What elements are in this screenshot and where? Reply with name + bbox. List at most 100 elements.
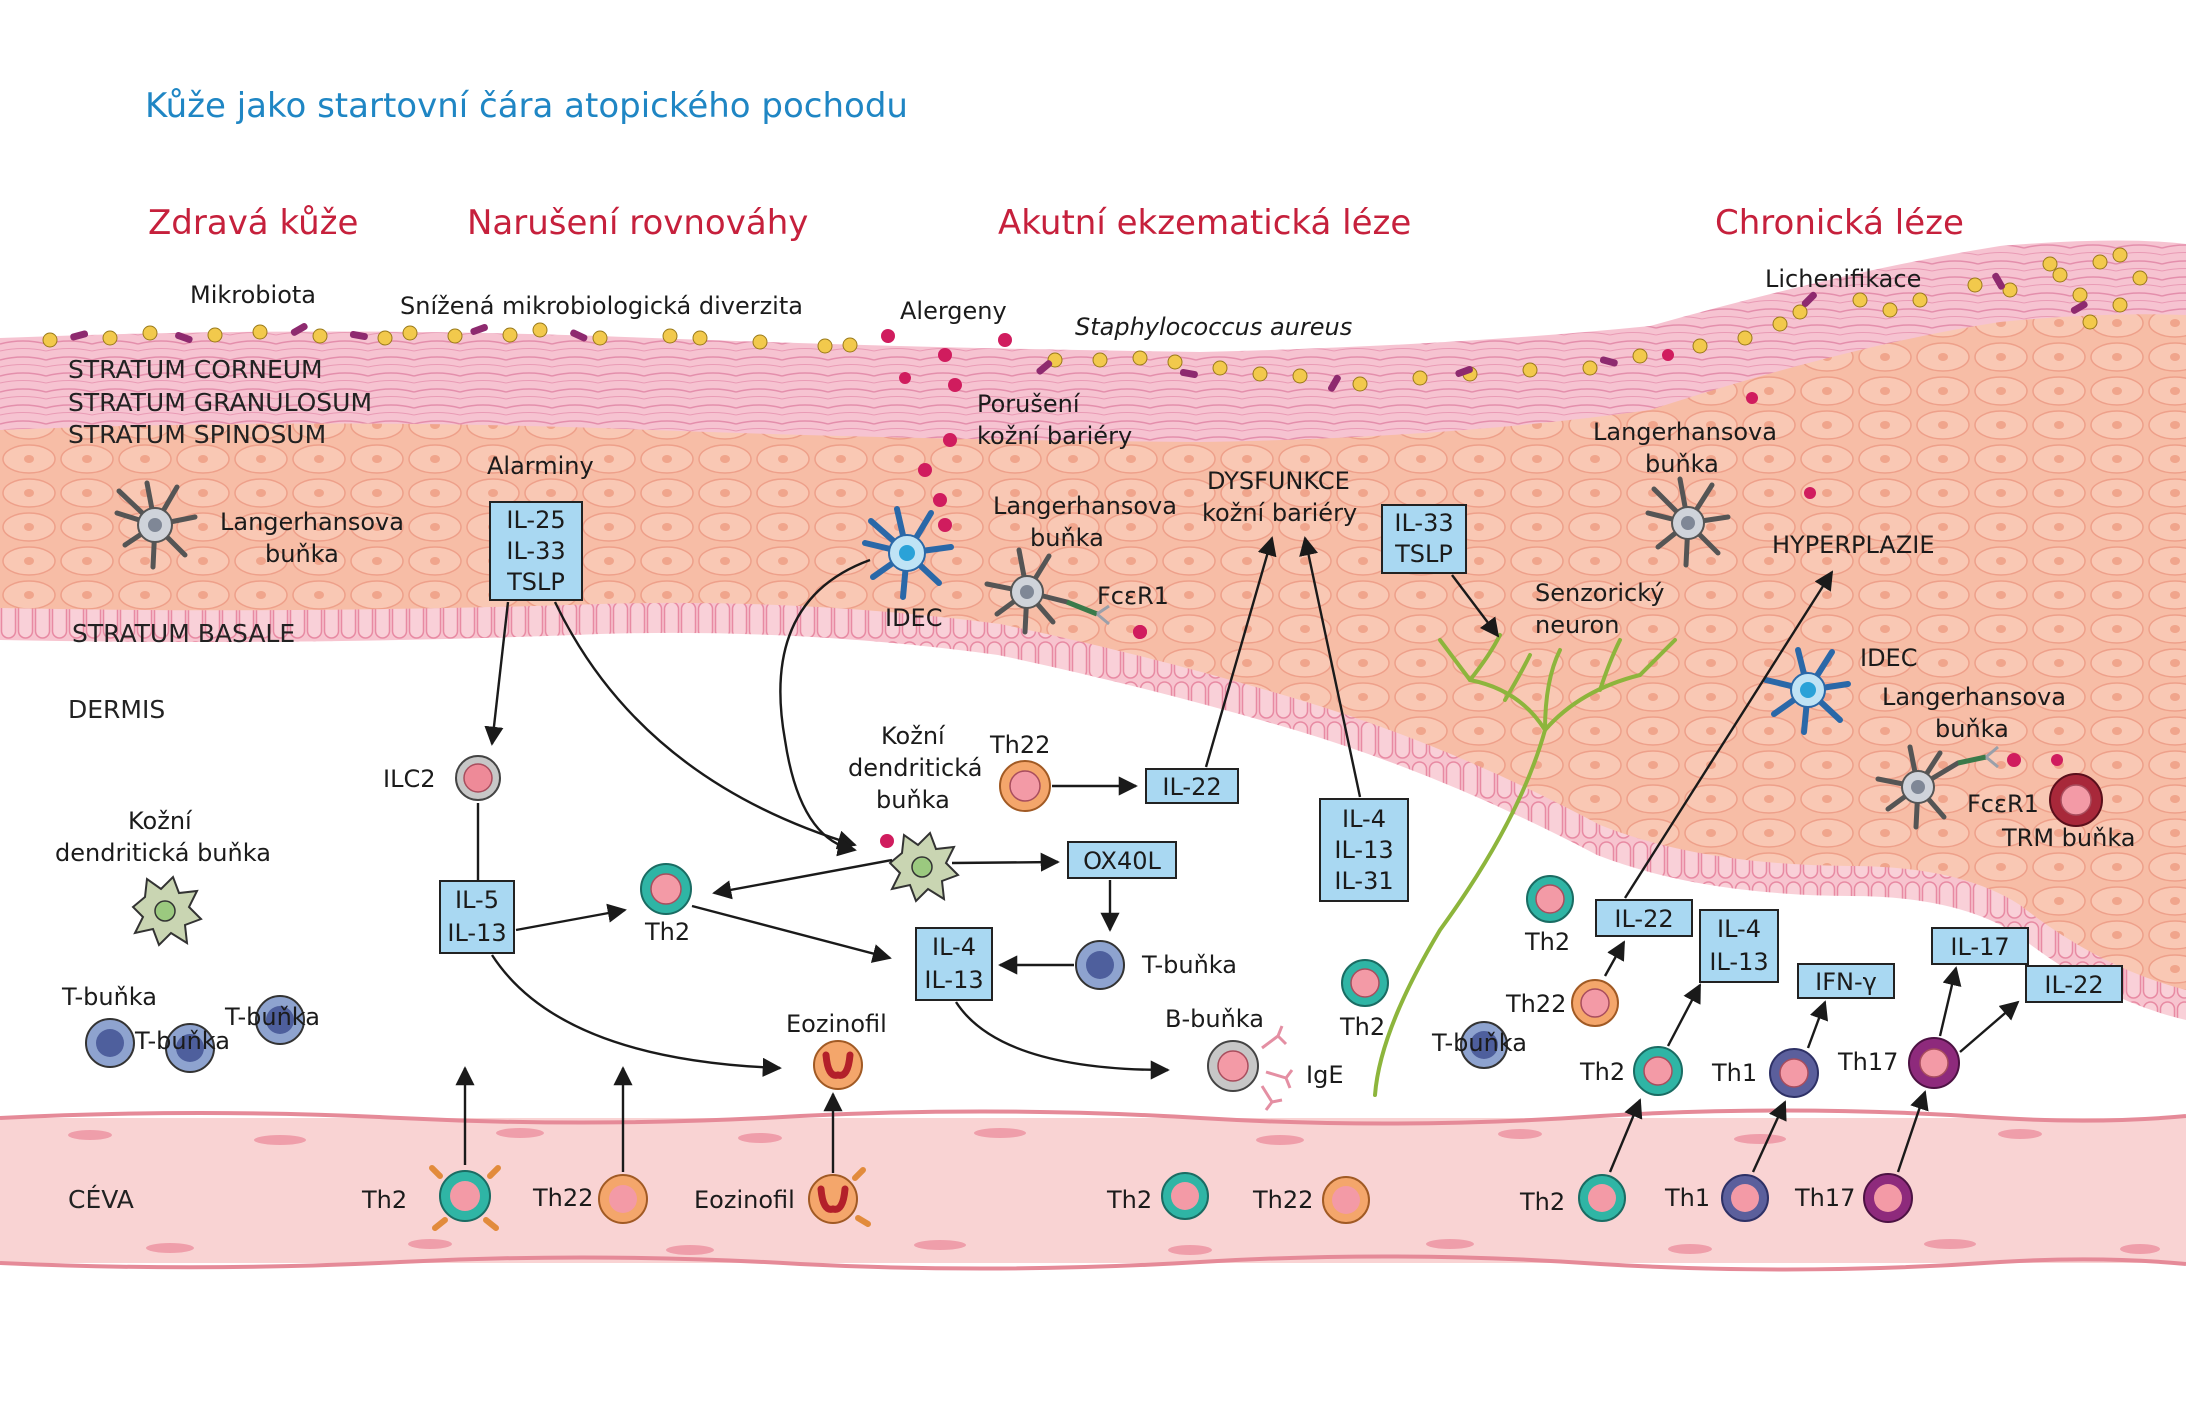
blood-vessel	[0, 1108, 2186, 1272]
th2-label: Th2	[644, 918, 690, 946]
th22-label: Th22	[1505, 990, 1566, 1018]
th2-vessel-cell	[1578, 1174, 1626, 1222]
th2-label: Th2	[1524, 928, 1570, 956]
stage-healthy: Zdravá kůže	[148, 203, 358, 243]
arrow-th17-il17	[1938, 966, 1962, 1037]
arrow-th2-il4	[691, 904, 892, 963]
langerhans-cell-chronic-2	[1875, 744, 2021, 830]
layer-granulosum: STRATUM GRANULOSUM	[68, 388, 372, 417]
box-ox40l: OX40L	[1067, 841, 1177, 879]
box-ifng: IFN-γ	[1797, 963, 1895, 999]
label-staph: Staphylococcus aureus	[1075, 313, 1352, 341]
svg-text:TSLP: TSLP	[1394, 540, 1453, 568]
svg-text:IL-31: IL-31	[1334, 867, 1393, 895]
arrow-idec-dc	[779, 558, 871, 857]
th17-cell	[1908, 1037, 1960, 1089]
arrow-th17-chronic	[1896, 1090, 1929, 1173]
t-cell	[85, 1018, 135, 1068]
eosinophil-label: Eozinofil	[786, 1010, 887, 1038]
arrow-il4-bcell	[954, 1001, 1170, 1080]
fcer1-label-acute: FcεR1	[1097, 582, 1169, 610]
svg-text:IL-13: IL-13	[1709, 948, 1768, 976]
t-cell	[255, 995, 305, 1045]
tcell-label: T-buňka	[61, 983, 157, 1011]
th2-cell	[1526, 875, 1574, 923]
langerhans-acute-label-2: buňka	[1030, 524, 1104, 552]
svg-text:IFN-γ: IFN-γ	[1815, 968, 1877, 996]
svg-text:IL-17: IL-17	[1950, 933, 2009, 961]
dermal-dc-mid	[888, 831, 960, 903]
tcell-label: T-buňka	[134, 1027, 230, 1055]
layer-spinosum: STRATUM SPINOSUM	[68, 420, 326, 449]
arrow-il5-eos	[490, 954, 782, 1077]
layer-vessel: CÉVA	[68, 1185, 134, 1214]
arrow-th22-il22chronic	[1603, 940, 1626, 977]
svg-text:IL-33: IL-33	[1394, 509, 1453, 537]
th2-vessel-label: Th2	[1519, 1188, 1565, 1216]
th22-label: Th22	[989, 731, 1050, 759]
box-il33-tslp: IL-33 TSLP	[1381, 504, 1467, 574]
svg-text:IL-5: IL-5	[455, 886, 499, 914]
langerhans-acute-label-1: Langerhansova	[993, 492, 1177, 520]
arrow-dc-ox40l	[951, 852, 1060, 872]
svg-text:IL-4: IL-4	[1717, 915, 1761, 943]
box-il4-chronic: IL-4 IL-13	[1699, 909, 1779, 983]
arrow-il4-dysfunction	[1299, 536, 1362, 798]
box-il22-chronic: IL-22	[1595, 899, 1693, 937]
stage-chronic: Chronická léze	[1715, 203, 1964, 243]
tcell-label: T-buňka	[224, 1003, 320, 1031]
svg-text:IL-22: IL-22	[1614, 905, 1673, 933]
label-reduced-diversity: Snížená mikrobiologická diverzita	[400, 292, 803, 320]
svg-text:IL-33: IL-33	[506, 537, 565, 565]
sensory-label-1: Senzorický	[1535, 579, 1664, 607]
sensory-neuron	[1373, 633, 1677, 1097]
svg-text:IL-13: IL-13	[1334, 836, 1393, 864]
microbiota-dots	[42, 247, 2148, 848]
arrow-il22-hyperplasia	[1623, 570, 1834, 899]
th17-label: Th17	[1837, 1048, 1898, 1076]
trm-cell	[2049, 773, 2103, 827]
stratum-corneum	[0, 240, 2186, 442]
langerhans-chronic-label-1: Langerhansova	[1593, 418, 1777, 446]
th2-vessel-cell	[429, 1165, 501, 1231]
sensory-label-2: neuron	[1535, 611, 1619, 639]
label-lichenification: Lichenifikace	[1765, 265, 1921, 293]
trm-label: TRM buňka	[2001, 824, 2136, 852]
box-il4-mid: IL-4 IL-13	[915, 927, 993, 1001]
dermal-dc-mid-label-1: Kožní	[881, 722, 946, 750]
t-cell	[1075, 940, 1125, 990]
th2-cell	[640, 863, 692, 915]
th17-vessel-label: Th17	[1794, 1184, 1855, 1212]
th2-cell	[1633, 1046, 1683, 1096]
langerhans-label-2: buňka	[265, 540, 339, 568]
box-il4-acute: IL-4 IL-13 IL-31	[1319, 798, 1409, 902]
bcell-label: B-buňka	[1165, 1005, 1264, 1033]
dermal-dc-mid-label-3: buňka	[876, 786, 950, 814]
layer-corneum: STRATUM CORNEUM	[68, 355, 323, 384]
th2-cell	[1341, 959, 1389, 1007]
fcer1-label-chronic: FcεR1	[1967, 790, 2039, 818]
arrow-il33-neuron	[1451, 574, 1500, 638]
b-cell	[1207, 1025, 1294, 1111]
dermal-dc-mid-label-2: dendritická	[848, 754, 982, 782]
dysfunction-label-1: DYSFUNKCE	[1207, 467, 1350, 495]
box-il5: IL-5 IL-13	[439, 880, 515, 954]
th22-vessel-cell	[598, 1174, 648, 1224]
skin-layers	[0, 240, 2186, 1020]
th1-vessel-label: Th1	[1664, 1184, 1710, 1212]
langerhans-cell-healthy	[114, 480, 198, 570]
arrow-il5-th2	[515, 903, 627, 932]
box-il17: IL-17	[1931, 927, 2029, 965]
cytokine-boxes: IL-25 IL-33 TSLP IL-5 IL-13 IL-22 OX40L …	[439, 501, 2123, 1003]
arrow-th17-il22	[1959, 1000, 2020, 1053]
label-barrier-break-2: kožní bariéry	[977, 422, 1132, 450]
th2-label: Th2	[1579, 1058, 1625, 1086]
box-alarmins: IL-25 IL-33 TSLP	[489, 501, 583, 601]
hyperplasia-label: HYPERPLAZIE	[1772, 531, 1935, 559]
arrow-alarmins-dc	[553, 601, 857, 850]
stage-imbalance: Narušení rovnováhy	[467, 203, 808, 243]
arrows	[455, 536, 2020, 1173]
th22-vessel-cell	[1322, 1176, 1370, 1224]
idec-label-chronic: IDEC	[1860, 644, 1917, 672]
cell-labels: T-buňka T-buňka T-buňka ILC2 Th2 Th22 T-…	[61, 452, 2136, 1216]
